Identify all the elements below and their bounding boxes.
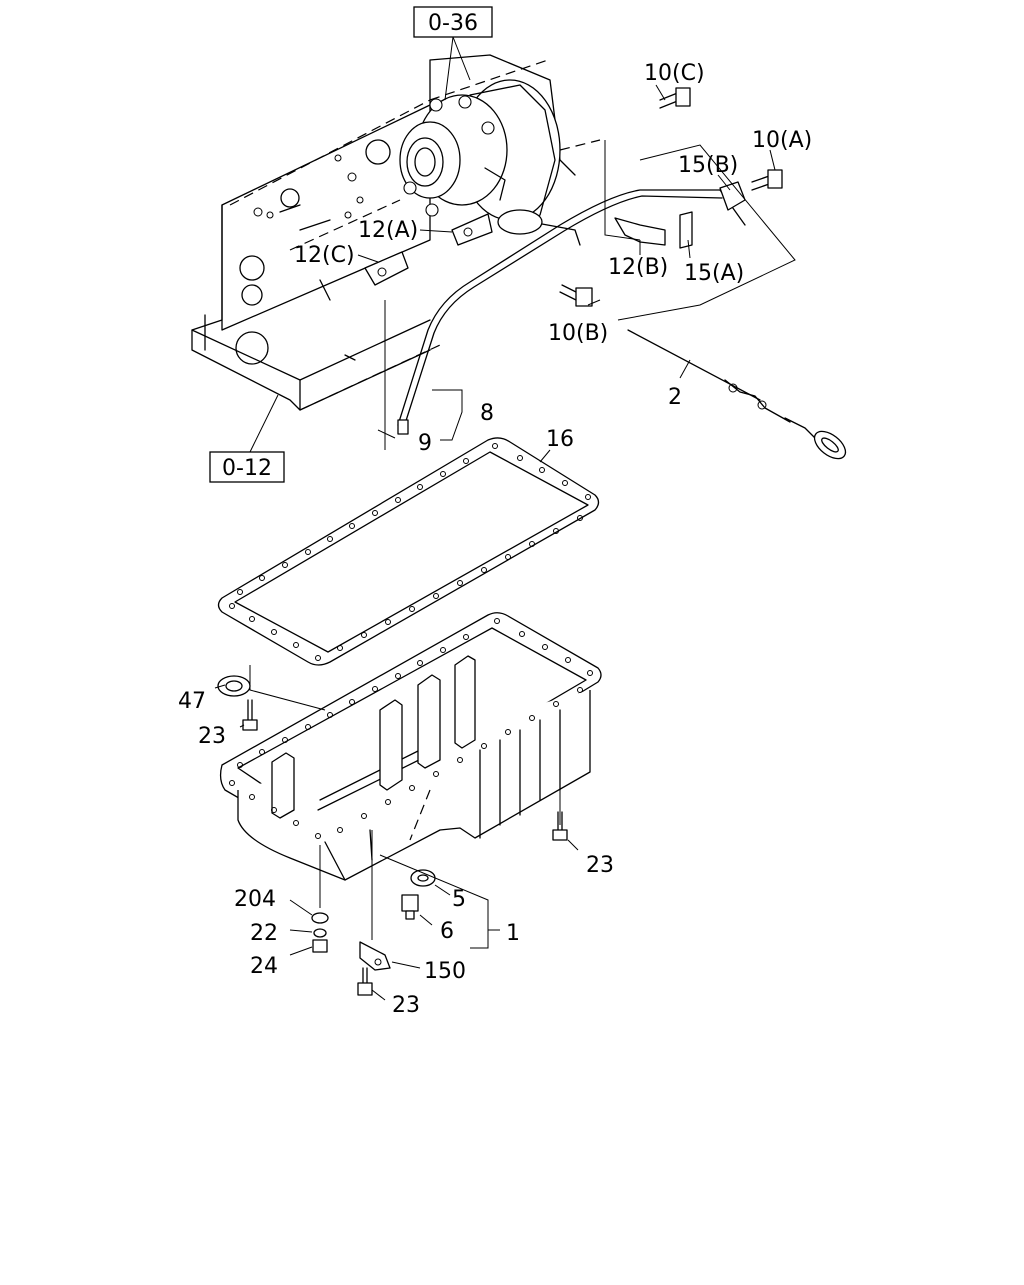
turbocharger (399, 79, 561, 235)
callout-23-right: 23 (586, 853, 614, 878)
callout-8: 8 (480, 401, 494, 426)
callout-150: 150 (424, 959, 466, 984)
callout-16: 16 (546, 427, 574, 452)
callout-15a: 15(A) (684, 261, 744, 286)
oil-pan (219, 612, 602, 881)
callout-6: 6 (440, 919, 454, 944)
reference-label: 0-12 (222, 456, 272, 481)
bracket-12b (614, 217, 666, 246)
callout-47: 47 (178, 689, 206, 714)
callout-2: 2 (668, 385, 682, 410)
washer-22 (313, 928, 327, 938)
callout-5: 5 (452, 887, 466, 912)
dipstick-guide-tube (397, 189, 746, 435)
callout-12b: 12(B) (608, 255, 668, 280)
callout-10b: 10(B) (548, 321, 608, 346)
callout-10c: 10(C) (644, 61, 705, 86)
clip-15a (679, 211, 693, 249)
bolt-23-left (242, 699, 258, 731)
washer-204 (311, 912, 329, 924)
reference-label: 0-36 (428, 11, 478, 36)
callout-12a: 12(A) (358, 218, 418, 243)
callout-24: 24 (250, 954, 278, 979)
callout-23-bottom: 23 (392, 993, 420, 1018)
bracket-12a (451, 213, 493, 246)
gasket-5 (410, 869, 436, 887)
callout-12c: 12(C) (294, 243, 355, 268)
bolt-23-bottom (357, 967, 373, 996)
drain-plug-6 (401, 894, 419, 920)
reference-box-0-36[interactable]: 0-36 (413, 6, 493, 101)
bolt-23-right (552, 811, 568, 841)
callout-23-left: 23 (198, 724, 226, 749)
gasket-holes (229, 443, 591, 661)
clip-15b (719, 181, 746, 211)
dipstick (627, 329, 847, 460)
callout-204: 204 (234, 887, 276, 912)
washer-47 (217, 675, 251, 697)
bracket-150 (359, 941, 391, 971)
nut-24 (312, 939, 328, 953)
callout-10a: 10(A) (752, 128, 812, 153)
callout-9: 9 (418, 431, 432, 456)
callout-22: 22 (250, 921, 278, 946)
callout-15b: 15(B) (678, 153, 738, 178)
bracket-12c (364, 251, 409, 286)
bolt-10b (559, 284, 593, 307)
bolt-10c (659, 87, 691, 109)
pan-flange-holes (229, 618, 593, 839)
oil-pan-gasket (217, 437, 600, 666)
bolt-10a (751, 169, 783, 191)
callout-1: 1 (506, 921, 520, 946)
reference-box-0-12[interactable]: 0-12 (209, 394, 285, 483)
